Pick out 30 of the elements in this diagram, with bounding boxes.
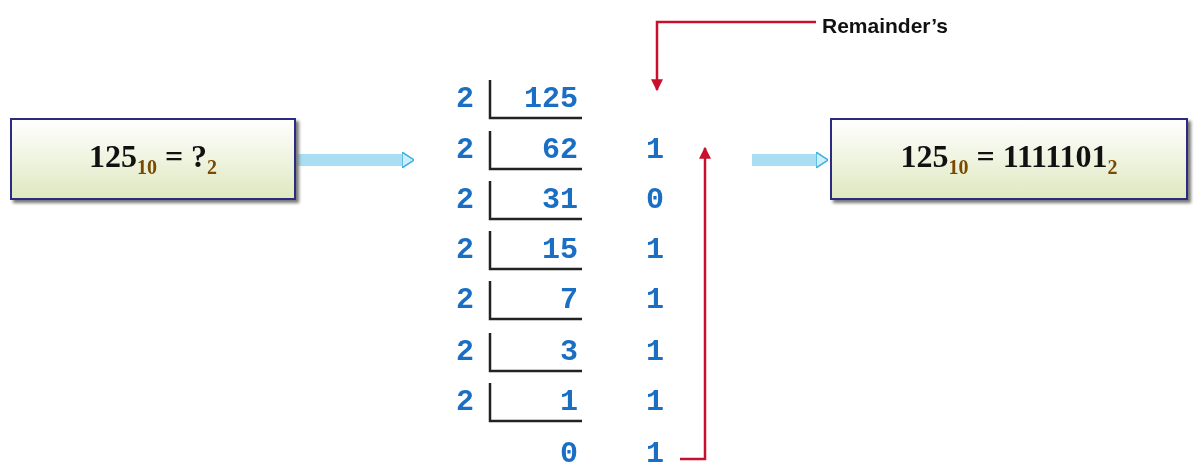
remainder-digit: 1 [646, 385, 664, 419]
remainder-digit: 0 [646, 183, 664, 217]
divisor-number: 2 [456, 385, 474, 419]
equation-box [830, 118, 1188, 200]
remainder-digit: 1 [646, 233, 664, 267]
remainder-digit: 1 [646, 283, 664, 317]
divisor-number: 2 [456, 183, 474, 217]
divisor-number: 2 [456, 283, 474, 317]
quotient-number: 125 [524, 82, 578, 116]
block-arrow [752, 151, 829, 169]
block-arrow [297, 151, 415, 169]
remainder-digit: 1 [646, 437, 664, 462]
equation-text: 125$_{10}$ = ?$_{2}$ [88, 138, 218, 180]
quotient-number: 15 [542, 233, 578, 267]
equation-text: 125$_{10}$ = 1111101$_{2}$ [900, 138, 1118, 180]
quotient-number: 1 [560, 385, 578, 419]
annotation-text: Remainder’s [822, 14, 949, 38]
quotient-number: 0 [560, 437, 578, 462]
divisor-number: 2 [456, 335, 474, 369]
divisor-number: 2 [456, 133, 474, 167]
quotient-number: 31 [542, 183, 578, 217]
equation-box [10, 118, 296, 200]
quotient-number: 3 [560, 335, 578, 369]
divisor-number: 2 [456, 82, 474, 116]
quotient-number: 7 [560, 283, 578, 317]
remainder-digit: 1 [646, 133, 664, 167]
leader-arrow [651, 20, 816, 92]
quotient-number: 62 [542, 133, 578, 167]
divisor-number: 2 [456, 233, 474, 267]
remainder-digit: 1 [646, 335, 664, 369]
